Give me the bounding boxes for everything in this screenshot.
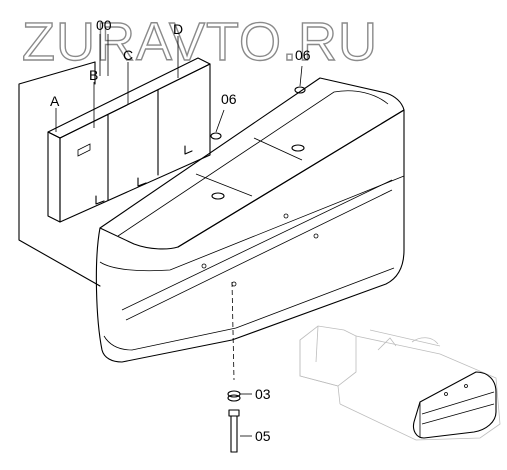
label-c: C (123, 47, 133, 63)
counterweight-body (95, 77, 405, 363)
fastener-stack (227, 281, 252, 453)
label-part-06-mid: 06 (221, 91, 237, 107)
assembly-bracket (18, 61, 101, 287)
label-b: B (89, 67, 98, 83)
label-part-05: 05 (255, 428, 271, 444)
cap-06-mid (210, 109, 225, 140)
label-d: D (173, 21, 183, 37)
excavator-overview (299, 325, 501, 441)
label-part-00: 00 (96, 17, 112, 33)
watermark: ZURAVTO.RU (22, 12, 378, 72)
plate-assembly (47, 57, 211, 223)
label-part-03: 03 (255, 386, 271, 402)
leader-lines (55, 34, 179, 132)
label-part-06-top: 06 (295, 47, 311, 63)
label-a: A (50, 93, 60, 109)
cap-06-top (294, 65, 306, 94)
